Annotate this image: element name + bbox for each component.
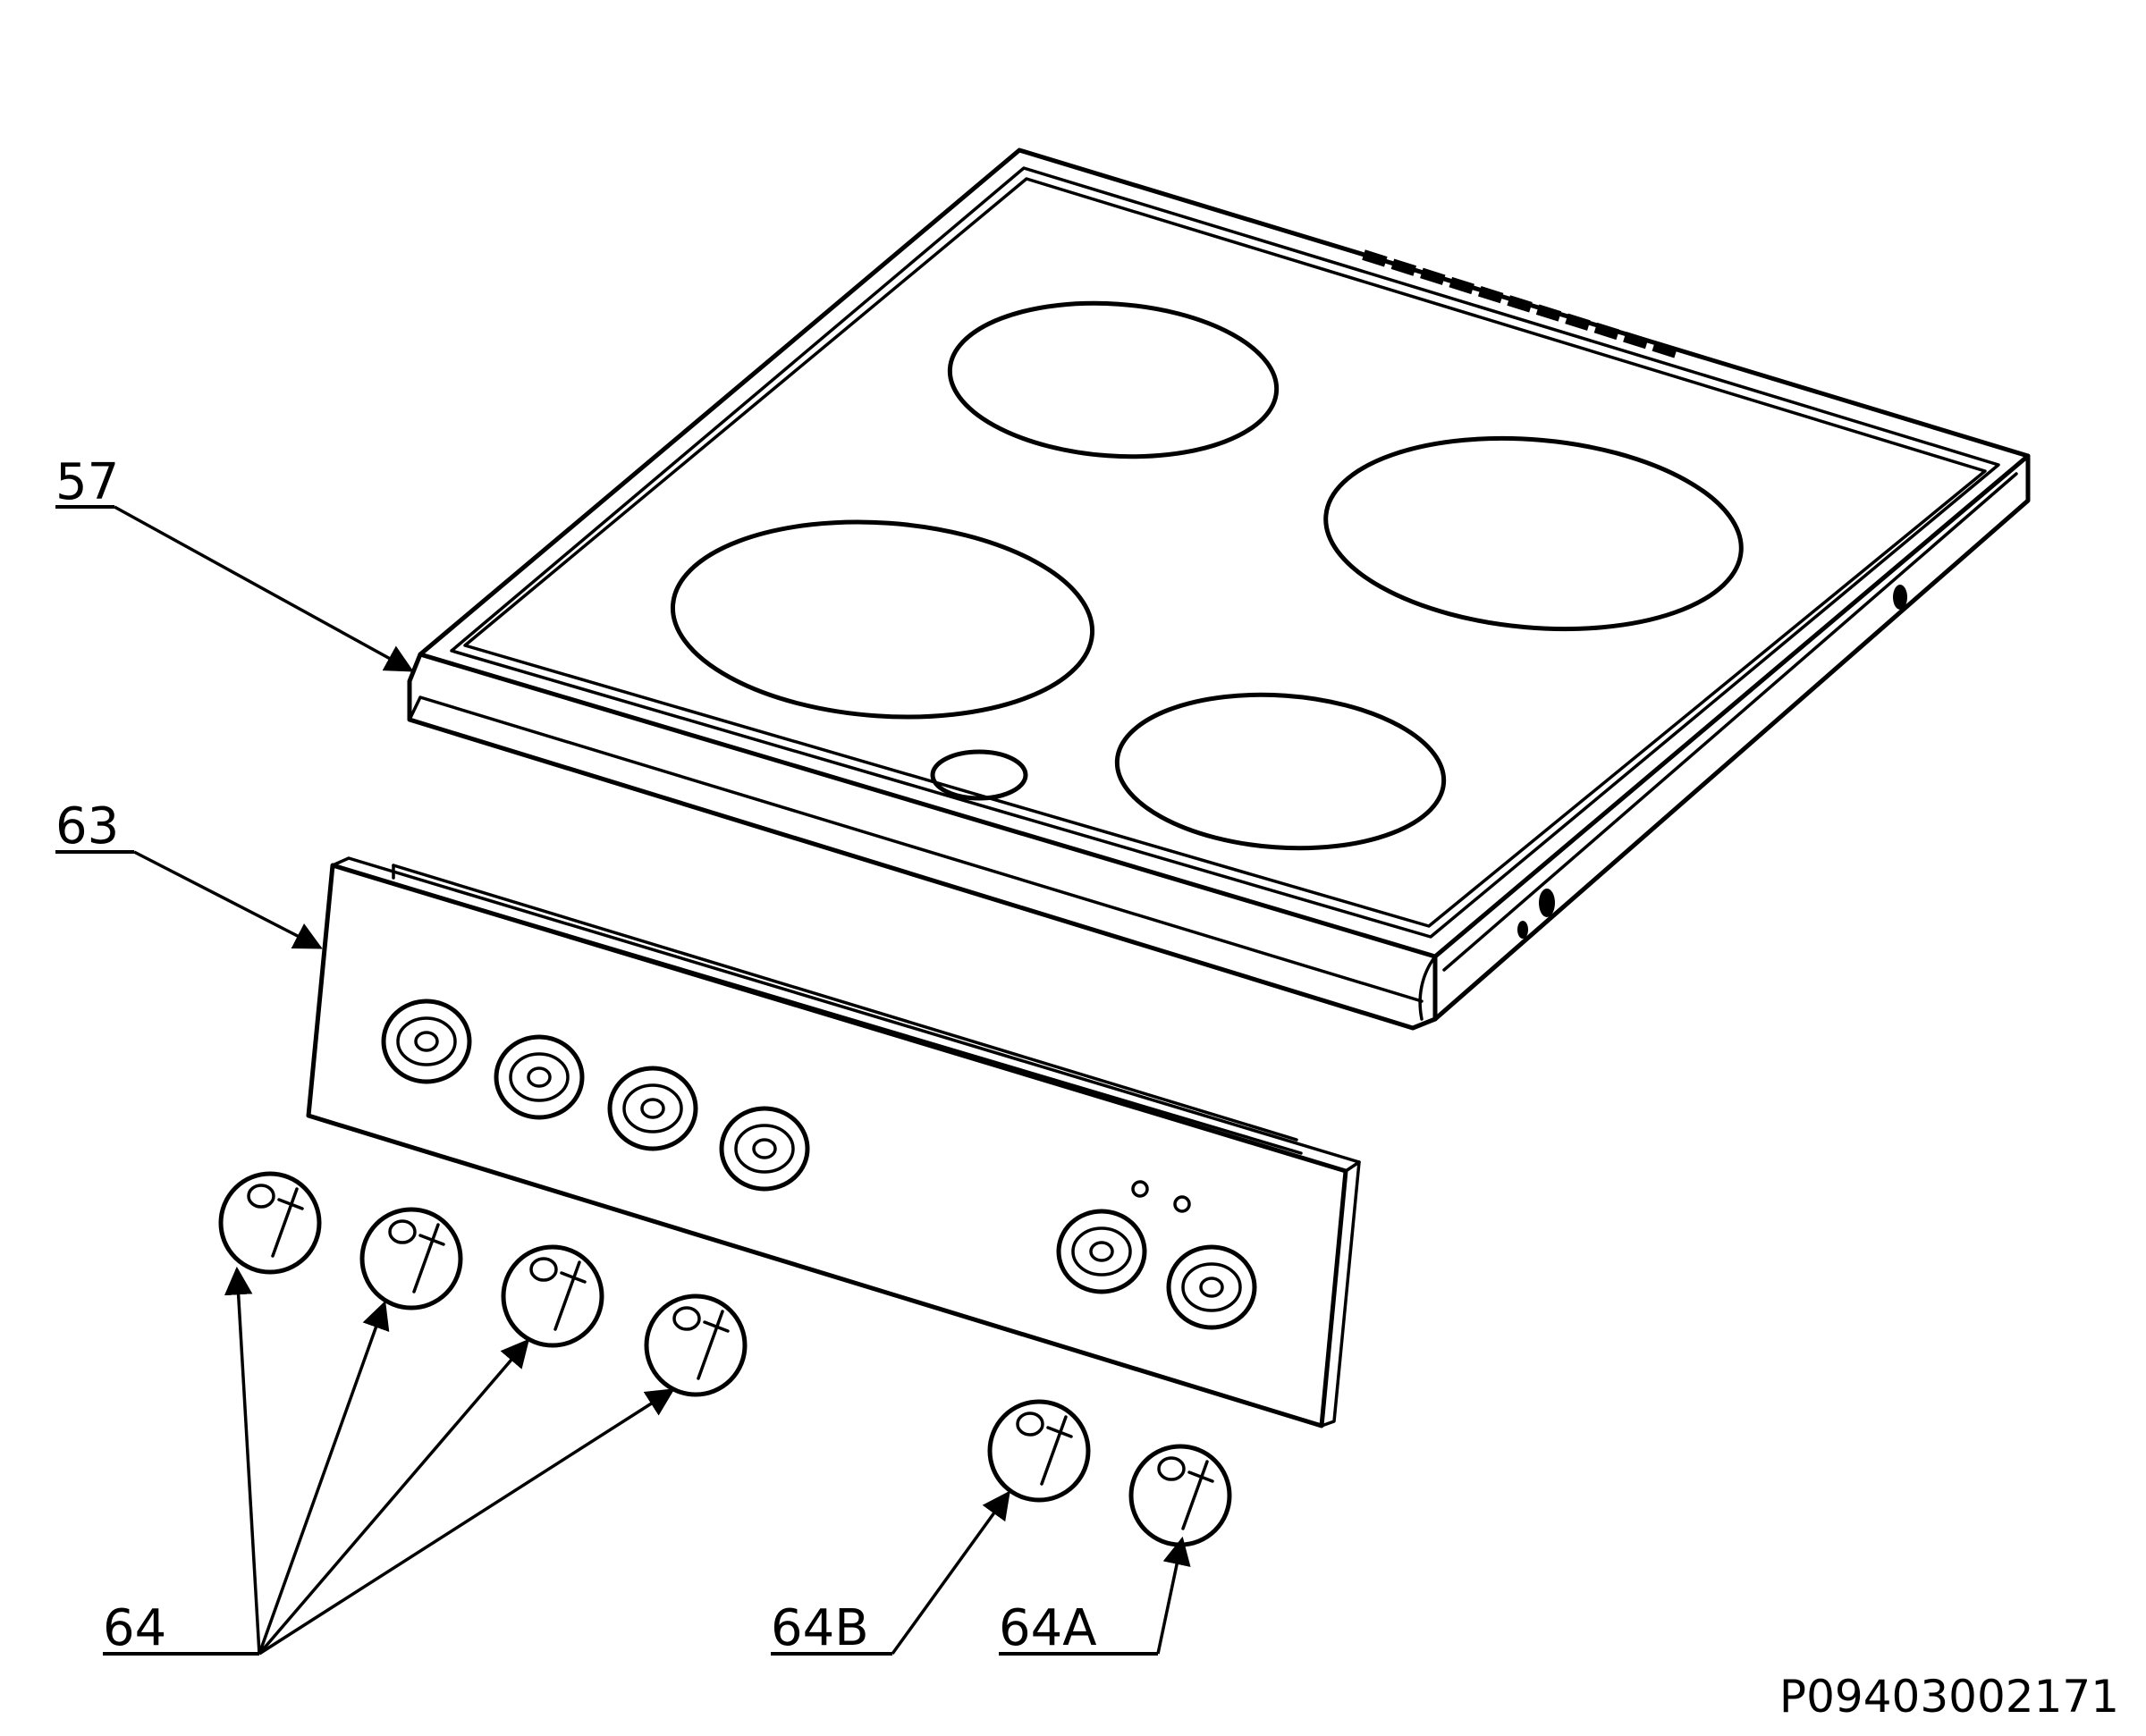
control-panel: [306, 856, 1361, 1428]
indicator-lamp: [1173, 1195, 1191, 1213]
control-knob: [501, 1244, 604, 1348]
switch-socket: [494, 1034, 585, 1120]
control-knob: [218, 1171, 322, 1275]
switch-socket: [1166, 1244, 1257, 1330]
control-knob: [1128, 1444, 1232, 1547]
drawing-code: P09403002171: [1779, 1671, 2119, 1723]
cooking-zone-front-right: [1114, 692, 1447, 851]
control-knob: [644, 1294, 748, 1397]
cooking-zone-front-left: [670, 519, 1095, 720]
label-knobs: 64: [103, 1599, 166, 1657]
control-knob: [359, 1207, 463, 1310]
control-knob: [987, 1399, 1091, 1503]
label-knob-b: 64B: [771, 1599, 869, 1657]
label-control-panel: 63: [55, 797, 119, 855]
switch-socket: [719, 1106, 810, 1192]
label-knob-a: 64A: [999, 1599, 1097, 1657]
label-hob-top: 57: [55, 453, 119, 511]
switch-socket: [1056, 1209, 1147, 1294]
indicator-window: [930, 749, 1028, 801]
cooking-zone-rear-right: [1323, 435, 1744, 632]
ceramic-hob-top: [407, 147, 2031, 1031]
switch-socket: [381, 999, 472, 1084]
switch-socket: [607, 1066, 698, 1151]
cooking-zone-rear-left: [947, 300, 1280, 459]
indicator-lamp: [1131, 1180, 1149, 1198]
leader-lines: [55, 505, 1191, 1656]
